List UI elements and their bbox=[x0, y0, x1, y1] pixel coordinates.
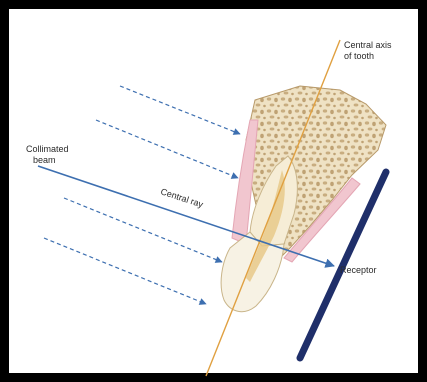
collimated-beam-rays bbox=[44, 86, 240, 304]
central-axis-label-line1: Central axis bbox=[344, 40, 392, 50]
collimated-beam-label-line2: beam bbox=[33, 155, 56, 165]
central-axis-label-line2: of tooth bbox=[344, 51, 374, 61]
central-ray-label: Central ray bbox=[159, 186, 204, 209]
beam-ray-2 bbox=[96, 120, 238, 178]
receptor-label: Receptor bbox=[340, 265, 377, 275]
collimated-beam-label-line1: Collimated bbox=[26, 144, 69, 154]
beam-ray-4 bbox=[44, 238, 206, 304]
beam-ray-1 bbox=[120, 86, 240, 134]
